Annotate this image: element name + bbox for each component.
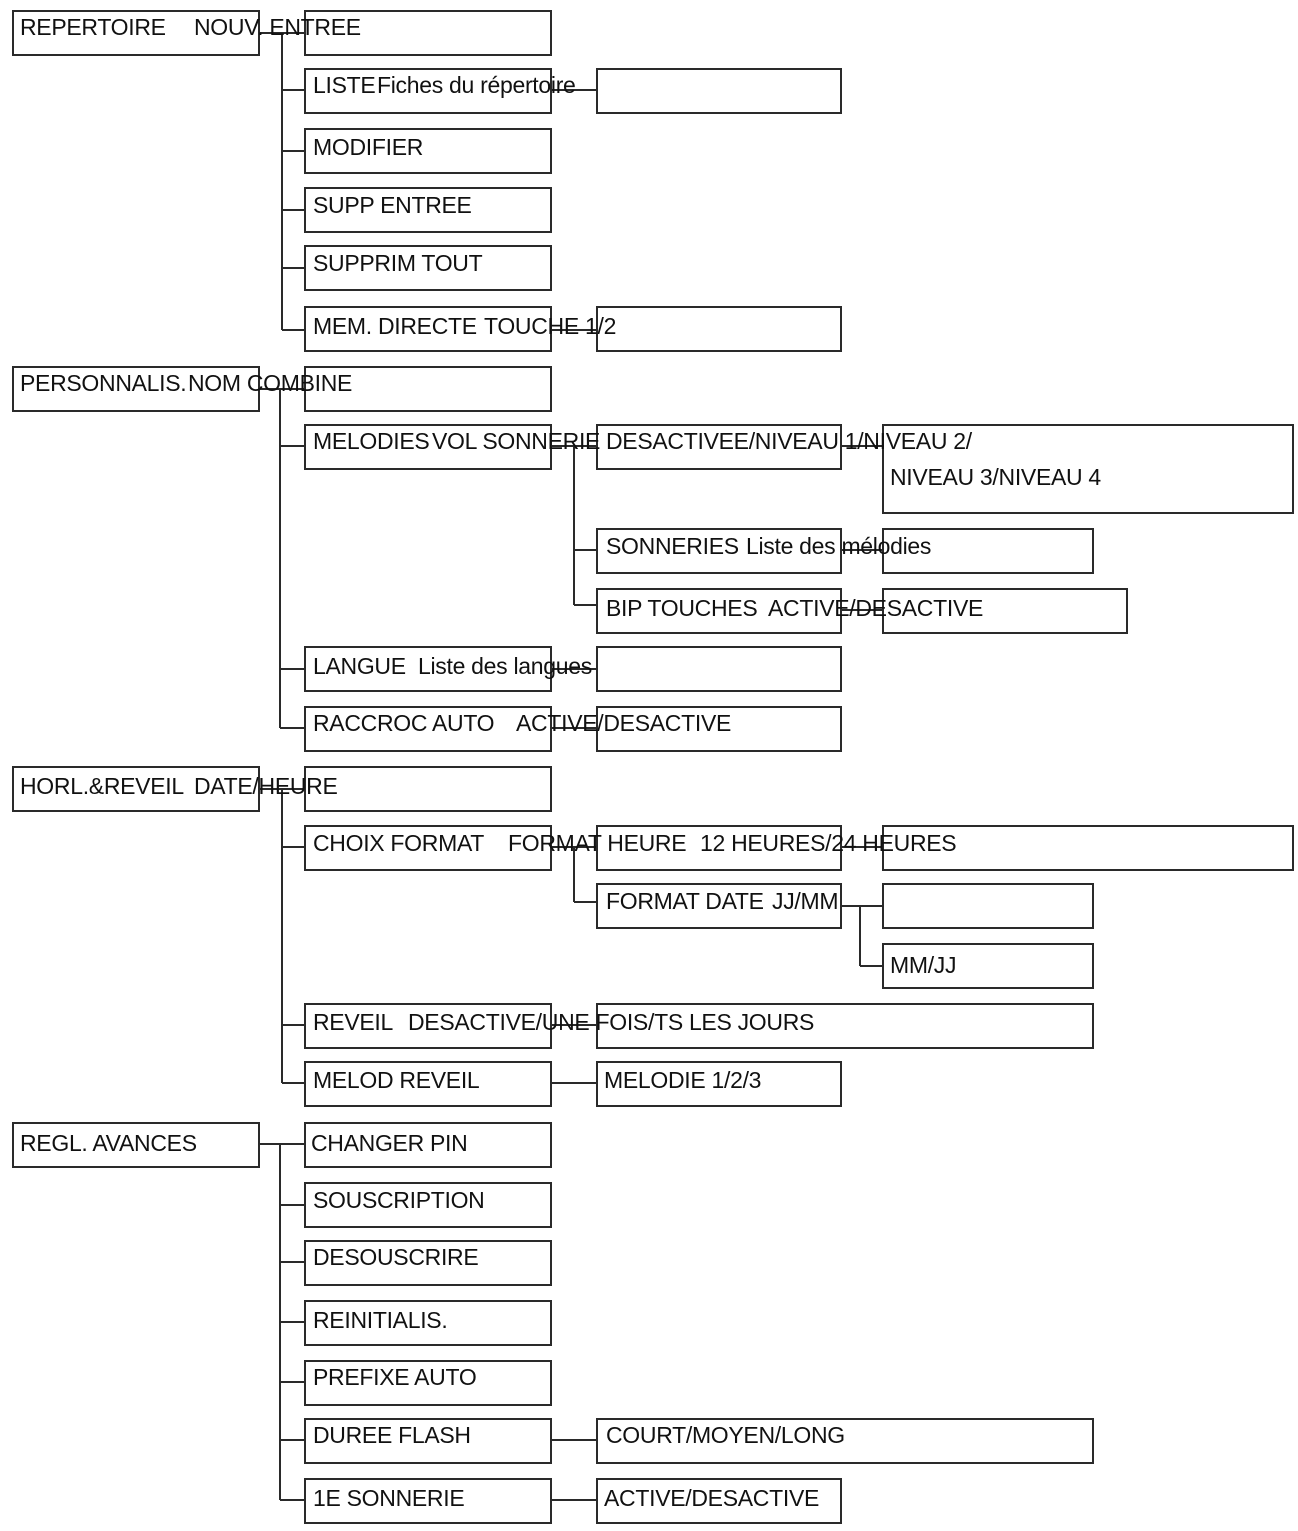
label-melodie-options: MELODIE 1/2/3: [604, 1067, 762, 1093]
label-reveil-options: DESACTIVE/UNE FOIS/TS LES JOURS: [408, 1009, 815, 1035]
box-sonneries: [596, 528, 842, 574]
label-reinitialis: REINITIALIS.: [313, 1307, 448, 1333]
label-liste-langues: Liste des langues: [418, 653, 592, 679]
box-souscription: [304, 1182, 552, 1228]
box-reveil: [304, 1003, 552, 1049]
box-supp-entree: [304, 187, 552, 233]
label-premiere-sonnerie: 1E SONNERIE: [313, 1485, 465, 1511]
label-mem-directe: MEM. DIRECTE: [313, 313, 477, 339]
box-premiere-sonnerie: [304, 1478, 552, 1524]
label-changer-pin: CHANGER PIN: [311, 1130, 468, 1156]
label-melodies: MELODIES: [313, 428, 430, 454]
box-nom-combine: [304, 366, 552, 412]
box-flash-options: [596, 1418, 1094, 1464]
box-liste-melodies: [882, 528, 1094, 574]
label-mm-jj: MM/JJ: [890, 952, 957, 978]
box-reinitialis: [304, 1300, 552, 1346]
label-melod-reveil: MELOD REVEIL: [313, 1067, 480, 1093]
box-fiches: [596, 68, 842, 114]
box-horloge-root: [12, 766, 260, 812]
label-flash-options: COURT/MOYEN/LONG: [606, 1422, 845, 1448]
label-modifier: MODIFIER: [313, 134, 424, 160]
box-heure-options: [882, 825, 1294, 871]
label-date-heure: DATE/HEURE: [194, 773, 338, 799]
box-nouv-entree: [304, 10, 552, 56]
box-regl-avances-root: [12, 1122, 260, 1168]
label-langue: LANGUE: [313, 653, 406, 679]
box-desouscrire: [304, 1240, 552, 1286]
box-raccroc-options: [596, 706, 842, 752]
label-horloge: HORL.&REVEIL: [20, 773, 184, 799]
label-format-heure: FORMAT HEURE: [508, 830, 687, 856]
box-touche: [596, 306, 842, 352]
label-vol-niveaux-1: DESACTIVEE/NIVEAU 1/NIVEAU 2/: [606, 428, 972, 454]
box-vol-sonnerie: [596, 424, 842, 470]
label-sonneries: SONNERIES: [606, 533, 739, 559]
box-personnalis-root: [12, 366, 260, 412]
box-mem-directe: [304, 306, 552, 352]
label-souscription: SOUSCRIPTION: [313, 1187, 485, 1213]
label-bip-options: ACTIVE/DESACTIVE: [768, 595, 984, 621]
box-bip-touches: [596, 588, 842, 634]
label-supp-entree: SUPP ENTREE: [313, 192, 472, 218]
box-liste: [304, 68, 552, 114]
box-date-heure: [304, 766, 552, 812]
box-sonnerie-options: [596, 1478, 842, 1524]
label-raccroc-auto: RACCROC AUTO: [313, 710, 495, 736]
label-desouscrire: DESOUSCRIRE: [313, 1244, 479, 1270]
box-liste-langues: [596, 646, 842, 692]
box-jj-mm: [882, 883, 1094, 929]
label-supprim-tout: SUPPRIM TOUT: [313, 250, 483, 276]
box-choix-format: [304, 825, 552, 871]
label-heure-options: 12 HEURES/24 HEURES: [700, 830, 957, 856]
label-repertoire: REPERTOIRE: [20, 14, 166, 40]
label-duree-flash: DUREE FLASH: [313, 1422, 471, 1448]
box-mm-jj: [882, 943, 1094, 989]
box-raccroc-auto: [304, 706, 552, 752]
label-jj-mm: JJ/MM: [772, 888, 839, 914]
box-langue: [304, 646, 552, 692]
label-nom-combine: NOM COMBINE: [188, 370, 353, 396]
box-melodie-options: [596, 1061, 842, 1107]
label-bip-touches: BIP TOUCHES: [606, 595, 758, 621]
box-reveil-options: [596, 1003, 1094, 1049]
label-prefixe-auto: PREFIXE AUTO: [313, 1364, 477, 1390]
box-format-date: [596, 883, 842, 929]
box-changer-pin: [304, 1122, 552, 1168]
label-choix-format: CHOIX FORMAT: [313, 830, 485, 856]
label-liste-melodies: Liste des mélodies: [746, 533, 932, 559]
box-duree-flash: [304, 1418, 552, 1464]
label-touche: TOUCHE 1/2: [484, 313, 617, 339]
box-repertoire-root: [12, 10, 260, 56]
label-nouv-entree: NOUV. ENTREE: [194, 14, 361, 40]
box-supprim-tout: [304, 245, 552, 291]
label-raccroc-options: ACTIVE/DESACTIVE: [516, 710, 732, 736]
box-melod-reveil: [304, 1061, 552, 1107]
box-melodies: [304, 424, 552, 470]
label-vol-sonnerie: VOL SONNERIE: [432, 428, 601, 454]
label-personnalis: PERSONNALIS.: [20, 370, 187, 396]
box-format-heure: [596, 825, 842, 871]
box-modifier: [304, 128, 552, 174]
label-liste: LISTE: [313, 72, 376, 98]
label-reveil: REVEIL: [313, 1009, 394, 1035]
label-sonnerie-options: ACTIVE/DESACTIVE: [604, 1485, 820, 1511]
box-vol-niveaux: [882, 424, 1294, 514]
label-regl-avances: REGL. AVANCES: [20, 1130, 197, 1156]
label-vol-niveaux-2: NIVEAU 3/NIVEAU 4: [890, 464, 1101, 490]
box-prefixe-auto: [304, 1360, 552, 1406]
label-fiches: Fiches du répertoire: [377, 72, 576, 98]
box-bip-options: [882, 588, 1128, 634]
label-format-date: FORMAT DATE: [606, 888, 764, 914]
